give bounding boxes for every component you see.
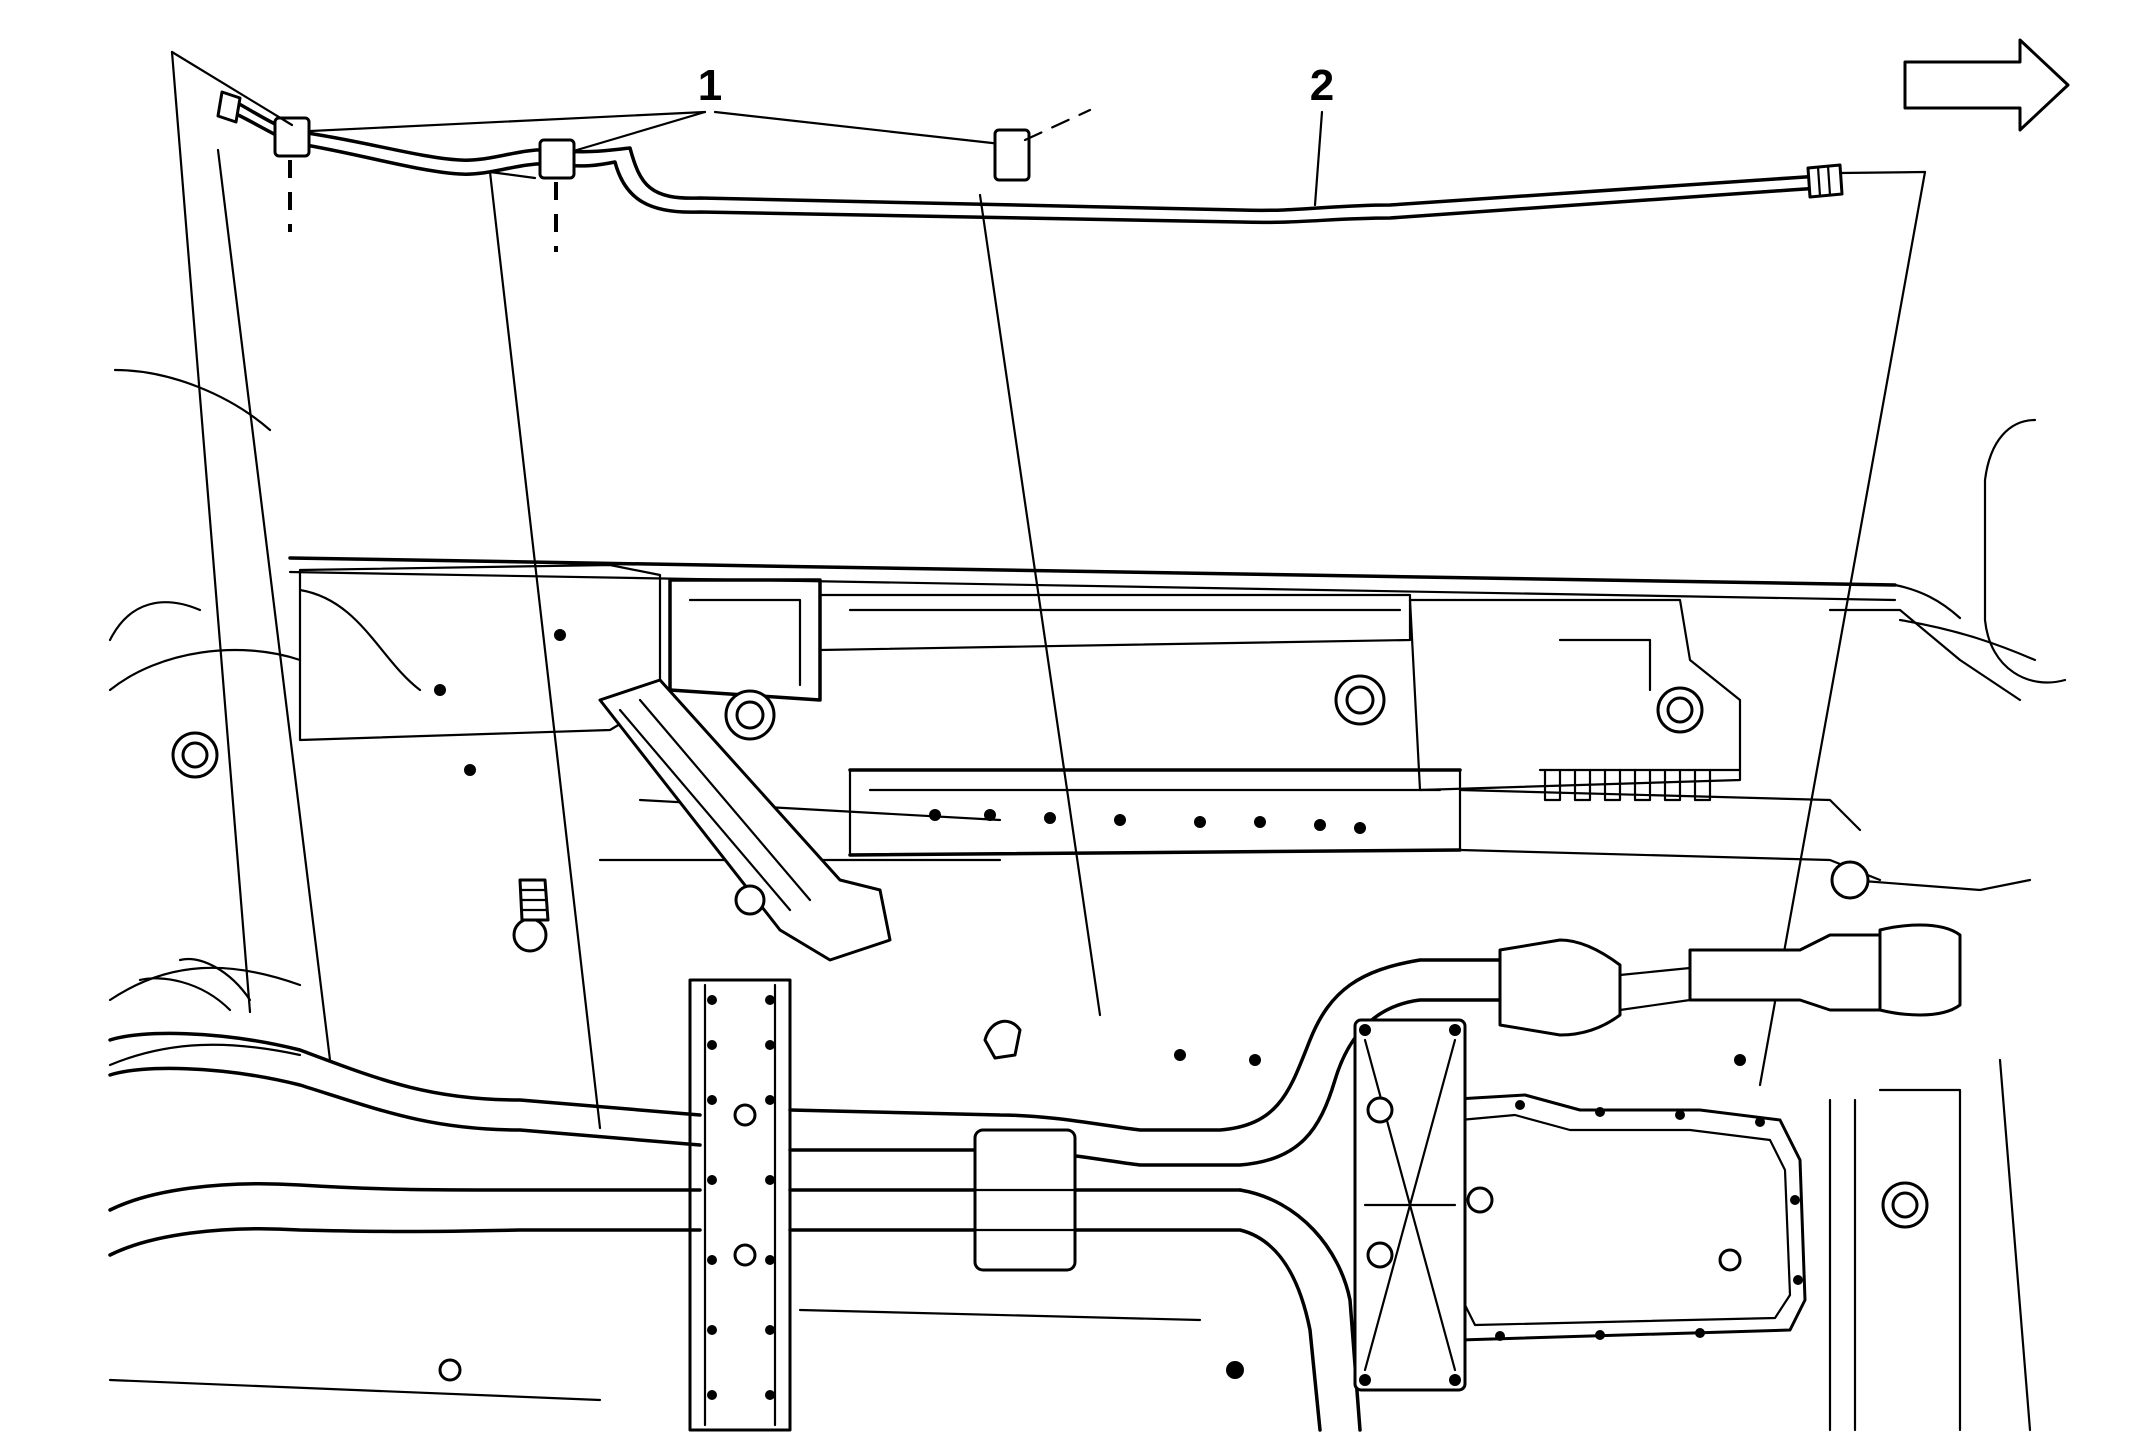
pipe-clip-3-icon	[993, 128, 1031, 182]
exhaust-hanger-icon	[518, 878, 1022, 1060]
frame-bolts	[171, 629, 1870, 1382]
installed-exhaust-pipes	[108, 923, 1962, 1432]
body-outline	[108, 368, 2067, 1067]
oil-pan	[1438, 1093, 1807, 1342]
diagonal-brace	[598, 678, 892, 962]
lower-frame-details	[108, 1058, 2032, 1432]
center-crossmember	[688, 978, 792, 1432]
direction-arrow-icon	[1903, 38, 2070, 132]
engine-x-brace	[1353, 1018, 1467, 1392]
slotted-bracket	[1538, 768, 1742, 802]
view-projection-lines	[170, 50, 1927, 1130]
callout-2-leader	[1313, 110, 1324, 207]
callout-1-leaders	[288, 110, 1012, 157]
exhaust-pipe-assembly	[216, 90, 1844, 252]
pipe-clip-1-icon	[273, 116, 311, 158]
callout-1-label: 1	[698, 61, 722, 110]
pipe-clip-2-icon	[538, 138, 576, 180]
callout-2-label: 2	[1310, 61, 1334, 110]
